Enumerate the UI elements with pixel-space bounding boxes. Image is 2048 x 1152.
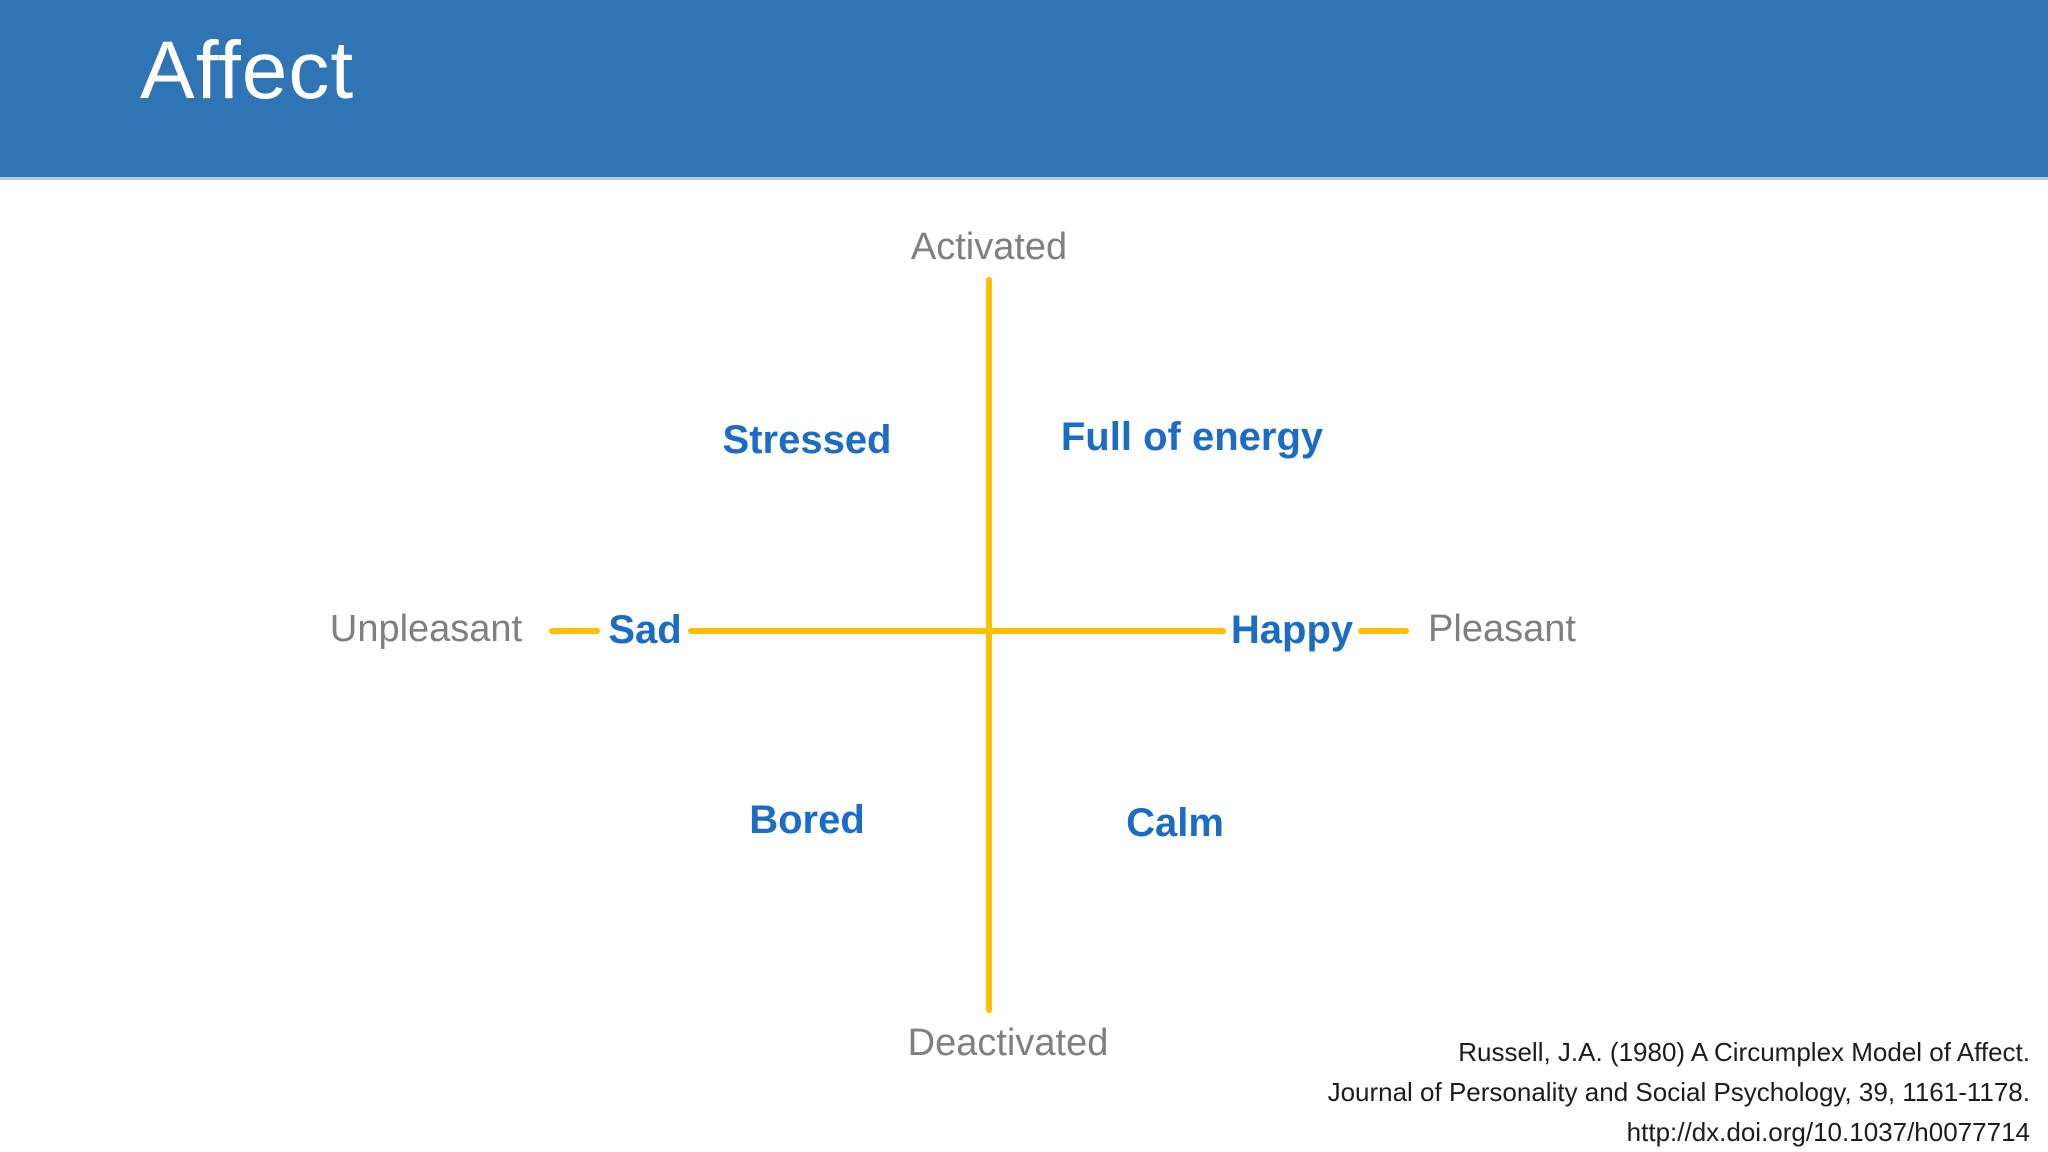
- citation-line-3: http://dx.doi.org/10.1037/h0077714: [1626, 1117, 2030, 1147]
- citation-line-1: Russell, J.A. (1980) A Circumplex Model …: [1458, 1037, 2030, 1067]
- emotion-label-sad: Sad: [608, 608, 682, 652]
- vertical-axis-line: [986, 277, 992, 1013]
- page-title: Affect: [140, 25, 355, 116]
- axis-label-pleasant: Pleasant: [1428, 608, 1576, 651]
- quadrant-label-stressed: Stressed: [722, 418, 892, 462]
- horizontal-axis-dash-right: [1358, 628, 1409, 634]
- header-band: Affect: [0, 0, 2048, 180]
- axis-label-activated: Activated: [910, 226, 1068, 269]
- quadrant-label-full-of-energy: Full of energy: [1060, 415, 1324, 459]
- quadrant-label-calm: Calm: [1126, 801, 1224, 845]
- citation: Russell, J.A. (1980) A Circumplex Model …: [1328, 1032, 2030, 1152]
- axis-label-unpleasant: Unpleasant: [329, 608, 523, 651]
- citation-line-2: Journal of Personality and Social Psycho…: [1327, 1077, 2030, 1107]
- horizontal-axis-line: [688, 628, 1226, 634]
- emotion-label-happy: Happy: [1230, 608, 1354, 652]
- axis-label-deactivated: Deactivated: [907, 1022, 1109, 1065]
- quadrant-label-bored: Bored: [749, 798, 865, 842]
- horizontal-axis-dash-left: [549, 628, 600, 634]
